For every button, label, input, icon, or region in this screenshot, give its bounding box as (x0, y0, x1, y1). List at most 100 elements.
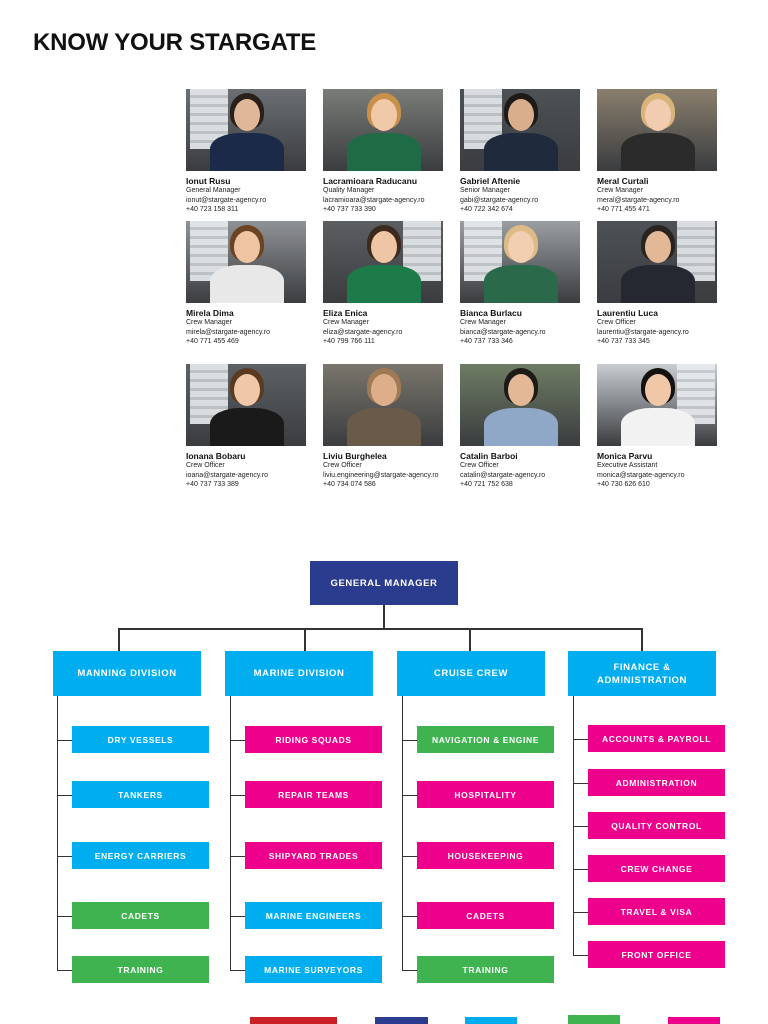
division-label: Cruise Crew (433, 668, 509, 679)
department-box: Tankers (72, 781, 209, 808)
member-name: Mirela Dima (186, 308, 234, 318)
member-role: Executive Assistant (597, 462, 658, 469)
member-name: Monica Parvu (597, 451, 653, 461)
member-name: Ionana Bobaru (186, 451, 246, 461)
member-name: Lacramioara Raducanu (323, 176, 418, 186)
branch-line (230, 739, 245, 741)
member-role: Quality Manager (323, 187, 375, 194)
branch-line (573, 868, 588, 870)
member-name: Meral Curtali (597, 176, 649, 186)
gm-connector (383, 605, 385, 628)
department-label: Shipyard Trades (268, 850, 359, 861)
department-box: Hospitality (417, 781, 554, 808)
member-phone: +40 799 766 111 (323, 338, 375, 345)
department-box: Training (72, 956, 209, 983)
division-spine-line (57, 696, 59, 970)
portrait-face (508, 374, 534, 406)
portrait-torso (347, 133, 421, 171)
division-drop-line (641, 628, 643, 651)
portrait-torso (621, 408, 695, 446)
portrait-face (508, 231, 534, 263)
member-phone: +40 730 626 610 (597, 481, 650, 488)
division-box: Manning Division (53, 651, 201, 696)
division-spine-line (573, 696, 575, 955)
legend-swatch (250, 1017, 337, 1024)
page-title: KNOW YOUR STARGATE (33, 29, 317, 56)
department-label: Marine Surveyors (264, 964, 363, 975)
member-phone: +40 737 733 345 (597, 338, 650, 345)
portrait-torso (621, 133, 695, 171)
portrait-photo (323, 364, 443, 446)
member-name: Laurentiu Luca (597, 308, 658, 318)
branch-line (230, 794, 245, 796)
department-box: Marine Surveyors (245, 956, 382, 983)
member-email: ionut@stargate-agency.ro (186, 196, 267, 204)
portrait-photo (460, 89, 580, 171)
general-manager-box: General Manager (310, 561, 458, 605)
division-box: Cruise Crew (397, 651, 545, 696)
member-email: ioana@stargate-agency.ro (186, 471, 269, 479)
department-label: Accounts & Payroll (601, 733, 712, 744)
general-manager-label: General Manager (330, 577, 438, 589)
department-box: Front Office (588, 941, 725, 968)
department-box: Training (417, 956, 554, 983)
portrait-torso (621, 265, 695, 303)
department-box: Dry Vessels (72, 726, 209, 753)
member-role: Crew Officer (460, 462, 499, 469)
branch-line (402, 739, 417, 741)
department-box: Cadets (417, 902, 554, 929)
branch-line (230, 855, 245, 857)
portrait-face (645, 231, 671, 263)
member-phone: +40 737 733 390 (323, 206, 376, 213)
legend-swatch (668, 1017, 720, 1024)
member-phone: +40 734 074 586 (323, 481, 376, 488)
department-box: Quality Control (588, 812, 725, 839)
branch-line (230, 969, 245, 971)
branch-line (573, 825, 588, 827)
department-box: Shipyard Trades (245, 842, 382, 869)
portrait-photo (460, 364, 580, 446)
department-label: Housekeeping (447, 850, 524, 861)
member-phone: +40 737 733 389 (186, 481, 239, 488)
member-role: Crew Officer (186, 462, 225, 469)
division-label: Finance & Administration (596, 661, 688, 686)
member-email: gabi@stargate-agency.ro (460, 196, 539, 204)
department-label: Marine Engineers (265, 910, 362, 921)
member-role: Crew Manager (460, 319, 506, 326)
branch-line (402, 915, 417, 917)
division-label: Manning Division (77, 668, 177, 679)
member-phone: +40 737 733 346 (460, 338, 513, 345)
member-email: laurentiu@stargate-agency.ro (597, 328, 689, 336)
department-label: Travel & Visa (620, 906, 693, 917)
member-name: Catalin Barboi (460, 451, 518, 461)
division-drop-line (118, 628, 120, 651)
portrait-face (371, 99, 397, 131)
branch-line (57, 855, 72, 857)
department-box: Housekeeping (417, 842, 554, 869)
member-phone: +40 723 158 311 (186, 206, 239, 213)
department-label: Repair Teams (278, 789, 349, 800)
portrait-face (371, 231, 397, 263)
member-email: lacramioara@stargate-agency.ro (323, 196, 425, 204)
division-spine-line (402, 696, 404, 970)
portrait-photo (460, 221, 580, 303)
portrait-photo (597, 221, 717, 303)
portrait-face (508, 99, 534, 131)
division-label: Marine Division (253, 668, 345, 679)
member-name: Eliza Enica (323, 308, 368, 318)
portrait-photo (323, 221, 443, 303)
member-role: Crew Manager (597, 187, 643, 194)
department-box: Energy Carriers (72, 842, 209, 869)
member-role: Crew Manager (186, 319, 232, 326)
division-spine-line (230, 696, 232, 970)
member-phone: +40 722 342 674 (460, 206, 513, 213)
department-box: Travel & Visa (588, 898, 725, 925)
member-email: mirela@stargate-agency.ro (186, 328, 271, 336)
